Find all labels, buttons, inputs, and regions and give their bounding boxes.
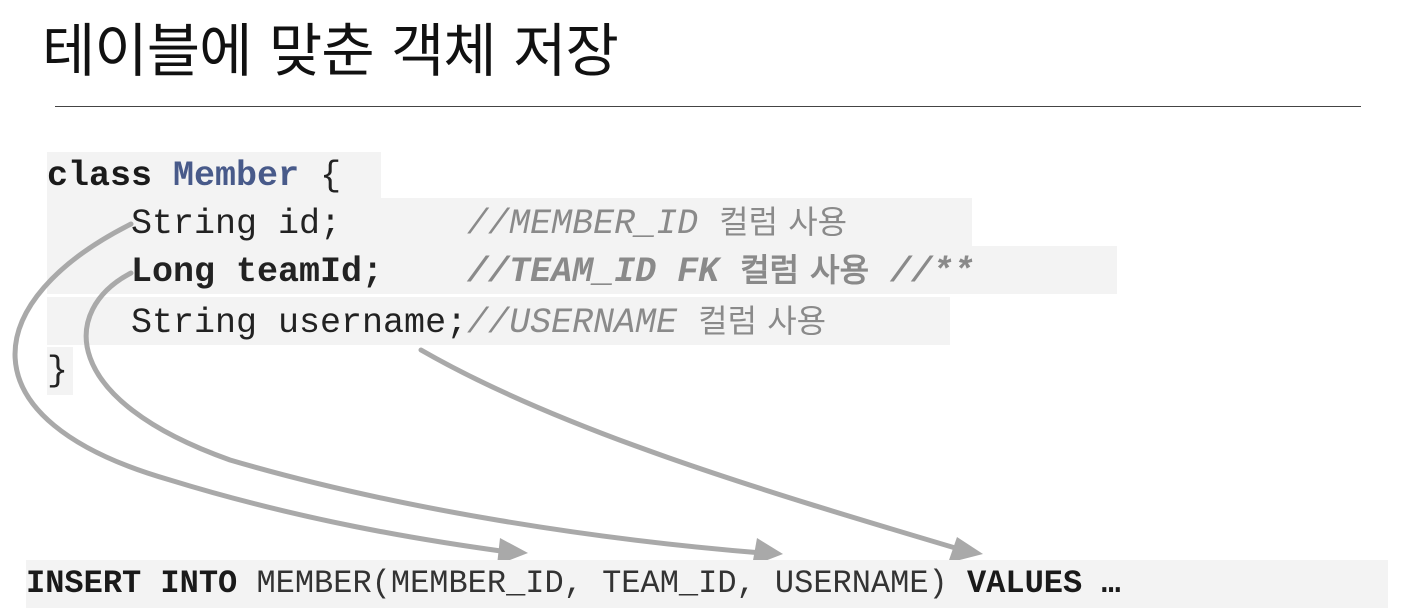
- comment-team-id-tail: //**: [890, 252, 975, 292]
- sql-insert-statement: INSERT INTO MEMBER(MEMBER_ID, TEAM_ID, U…: [26, 560, 1388, 608]
- arrowhead-member-id: [497, 538, 528, 565]
- comment-username-ko: 컬럼 사용: [698, 302, 827, 340]
- slide-title: 테이블에 맞춘 객체 저장: [42, 17, 619, 85]
- class-name: Member: [173, 156, 300, 196]
- comment-team-id: //TEAM_ID FK: [467, 252, 720, 292]
- title-divider: [55, 106, 1361, 107]
- field-teamid: Long teamId;: [131, 252, 384, 292]
- code-line-teamid: Long teamId; //TEAM_ID FK 컬럼 사용 //**: [47, 246, 1117, 294]
- open-brace: {: [320, 156, 342, 196]
- sql-insert-keyword: INSERT INTO: [26, 565, 238, 602]
- class-keyword: class: [47, 156, 153, 196]
- arrow-id-to-member-id: [12, 221, 511, 555]
- field-username: String username;: [131, 303, 468, 343]
- arrow-username-to-username: [418, 347, 965, 553]
- close-brace: }: [47, 351, 69, 391]
- sql-table-columns: MEMBER(MEMBER_ID, TEAM_ID, USERNAME): [256, 565, 948, 602]
- arrow-teamid-to-team-id: [83, 270, 765, 556]
- code-line-close: }: [47, 347, 73, 395]
- field-id: String id;: [131, 204, 342, 244]
- code-line-username: String username;//USERNAME 컬럼 사용: [47, 297, 950, 345]
- code-line-id: String id; //MEMBER_ID 컬럼 사용: [47, 198, 972, 246]
- comment-username: //USERNAME: [467, 303, 678, 343]
- code-line-class: class Member {: [47, 152, 381, 200]
- comment-team-id-ko: 컬럼 사용: [740, 251, 870, 289]
- arrowhead-team-id: [752, 538, 783, 566]
- comment-member-id: //MEMBER_ID: [467, 204, 699, 244]
- sql-values-keyword: VALUES …: [966, 565, 1121, 602]
- comment-member-id-ko: 컬럼 사용: [719, 203, 848, 241]
- arrowhead-username: [948, 537, 983, 563]
